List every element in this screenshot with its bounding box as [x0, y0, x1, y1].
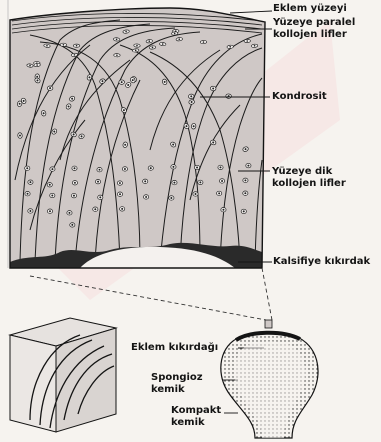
label-spongy-bone-line2: kemik [151, 384, 185, 395]
chondrocyte-cell [243, 191, 248, 195]
chondrocyte-cell [73, 44, 79, 47]
chondrocyte-cell [243, 178, 248, 182]
chondrocyte-cell [171, 32, 178, 36]
chondrocyte-cell [47, 183, 52, 187]
chondrocyte-cell [251, 44, 258, 48]
label-calcified-cartilage: Kalsifiye kıkırdak [273, 256, 370, 267]
chondrocyte-cell [171, 165, 176, 169]
chondrocyte-cell [34, 63, 41, 67]
chondrocyte-cell [172, 180, 177, 184]
chondrocyte-cell [71, 53, 78, 57]
chondrocyte-cell [97, 167, 102, 171]
chondrocyte-cell [241, 209, 246, 213]
chondrocyte-cell [114, 53, 121, 57]
label-parallel-fibers-line2: kollojen lifler [273, 29, 347, 40]
chondrocyte-cell [221, 208, 226, 212]
chondrocyte-cell [227, 45, 234, 49]
chondrocyte-cell [28, 209, 33, 213]
chondrocyte-cell [50, 167, 55, 171]
chondrocyte-cell [217, 191, 222, 195]
chondrocyte-cell [198, 180, 203, 184]
chondrocyte-cell [210, 86, 216, 91]
chondrocyte-cell [144, 195, 149, 199]
label-spongy-bone-line1: Spongioz [151, 372, 203, 383]
label-perpendicular-fibers-line1: Yüzeye dik [272, 166, 332, 177]
chondrocyte-cell [28, 180, 33, 184]
cartilage-block [0, 0, 280, 280]
chondrocyte-cell [47, 86, 53, 90]
chondrocyte-cell [117, 181, 122, 185]
chondrocyte-cell [93, 207, 98, 211]
chondrocyte-cell [246, 163, 251, 167]
chondrocyte-cell [67, 211, 72, 215]
chondrocyte-cell [95, 179, 100, 183]
chondrocyte-cell [71, 193, 76, 197]
label-perpendicular-fibers-line2: kollojen lifler [272, 178, 346, 189]
sample-marker [265, 320, 272, 328]
chondrocyte-cell [47, 209, 52, 213]
chondrocyte-cell [72, 166, 77, 170]
chondrocyte-cell [25, 192, 30, 196]
chondrocyte-cell [146, 39, 153, 43]
chondrocyte-cell [219, 179, 224, 183]
chondrocyte-cell [25, 166, 30, 170]
chondrocyte-cell [176, 37, 183, 41]
chondrocyte-cell [120, 207, 125, 211]
chondrocyte-cell [218, 165, 223, 169]
label-compact-bone-line1: Kompakt [171, 405, 221, 416]
chondrocyte-cell [226, 94, 232, 99]
chondrocyte-cell [149, 46, 156, 50]
chondrocyte-cell [143, 179, 148, 183]
chondrocyte-cell [148, 166, 153, 170]
chondrocyte-cell [50, 193, 55, 197]
chondrocyte-cell [159, 42, 166, 46]
chondrocyte-cell [70, 223, 75, 227]
chondrocyte-cell [98, 195, 103, 199]
label-articular-cartilage: Eklem kıkırdağı [131, 342, 218, 353]
chondrocyte-cell [169, 196, 174, 200]
label-compact-bone-line2: kemik [171, 417, 205, 428]
chondrocyte-cell [117, 192, 122, 196]
chondrocyte-cell [191, 123, 196, 129]
cube-inset [10, 318, 116, 432]
label-chondrocyte: Kondrosit [272, 91, 327, 102]
chondrocyte-cell [122, 167, 127, 171]
label-articular-surface: Eklem yüzeyi [273, 3, 347, 14]
chondrocyte-cell [60, 43, 66, 46]
label-parallel-fibers-line1: Yüzeye paralel [273, 17, 355, 28]
chondrocyte-cell [72, 181, 77, 185]
chondrocyte-cell [194, 165, 199, 169]
bone-head [221, 332, 318, 438]
chondrocyte-cell [119, 80, 125, 85]
chondrocyte-cell [244, 39, 250, 42]
chondrocyte-cell [200, 40, 207, 44]
chondrocyte-cell [193, 192, 198, 196]
